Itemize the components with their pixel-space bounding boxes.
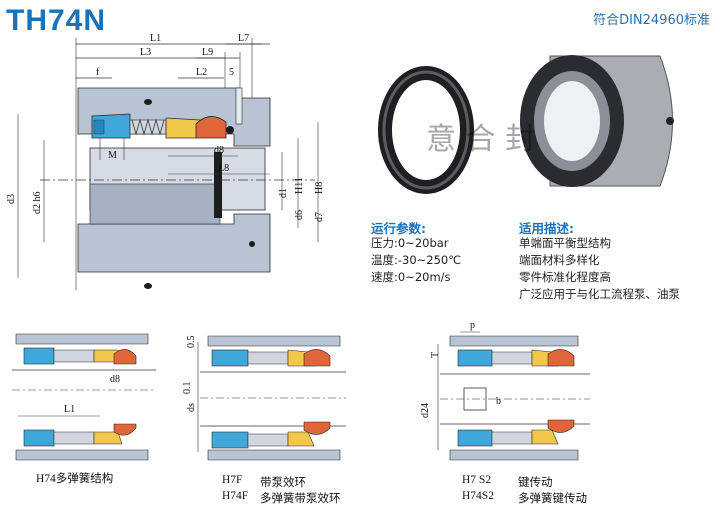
params-heading: 运行参数:	[371, 221, 426, 236]
small3-row2-code: H74S2	[462, 490, 494, 502]
variant-drawing-h7f: 0.5 0.1 ds	[182, 336, 346, 461]
model-title: TH74N	[6, 4, 107, 37]
dim-d8: d8	[214, 145, 224, 156]
main-section-drawing: L1 L3 L9 L7 f L2 5 M d8 L8 d3 d2	[6, 33, 325, 290]
small3-T: T	[430, 352, 441, 358]
dim-H11: H11	[294, 177, 305, 194]
param-pressure: 压力:0~20bar	[371, 236, 449, 250]
small2-row2-code: H74F	[222, 490, 249, 502]
dim-L3: L3	[140, 47, 151, 58]
small1-d8: d8	[110, 374, 120, 385]
dim-L1: L1	[150, 33, 161, 44]
small2-row1-desc: 带泵效环	[260, 477, 306, 489]
watermark-text: 意 合 封	[426, 122, 536, 157]
applications-heading: 适用描述:	[519, 221, 574, 236]
dim-d7: d7	[314, 212, 325, 222]
param-temperature: 温度:-30~250℃	[371, 253, 462, 267]
dim-d2h6: d2 h6	[32, 192, 43, 215]
small1-L1: L1	[64, 404, 75, 415]
product-photo-seal	[520, 55, 674, 187]
application-line-4: 广泛应用于与化工流程泵、油泵	[519, 287, 680, 301]
small3-d24: d24	[420, 403, 431, 418]
small2-dim2: 0.1	[182, 382, 193, 395]
small2-ds: ds	[186, 403, 197, 412]
variant-drawing-h74: d8 L1	[12, 333, 156, 461]
small3-row1-code: H7 S2	[462, 474, 492, 486]
dim-L8: L8	[218, 163, 229, 174]
dim-L7: L7	[238, 33, 249, 44]
application-line-1: 单端面平衡型结构	[519, 236, 611, 250]
standard-note: 符合DIN24960标准	[593, 13, 710, 28]
variant-drawing-h7s2: p T d24 b	[420, 320, 590, 461]
dim-f: f	[96, 67, 100, 78]
small3-b: b	[496, 396, 501, 407]
application-line-2: 端面材料多样化	[519, 253, 600, 267]
application-line-3: 零件标准化程度高	[519, 270, 611, 284]
small3-row2-desc: 多弹簧键传动	[518, 493, 587, 505]
dim-d3: d3	[6, 194, 17, 204]
small3-row1-desc: 键传动	[518, 477, 553, 489]
dim-M: M	[108, 150, 117, 161]
small3-p: p	[470, 320, 475, 331]
dim-H8: H8	[314, 182, 325, 194]
product-photo-seat	[378, 66, 474, 194]
dim-d1: d1	[278, 188, 289, 198]
param-speed: 速度:0~20m/s	[371, 270, 451, 284]
dim-5: 5	[229, 67, 234, 78]
small2-row1-code: H7F	[222, 474, 243, 486]
small1-caption: H74多弹簧结构	[36, 473, 114, 485]
dim-L2: L2	[196, 67, 207, 78]
dim-L9: L9	[202, 47, 213, 58]
small2-dim1: 0.5	[186, 336, 197, 349]
dim-d6: d6	[294, 210, 305, 220]
small2-row2-desc: 多弹簧带泵效环	[260, 493, 341, 505]
